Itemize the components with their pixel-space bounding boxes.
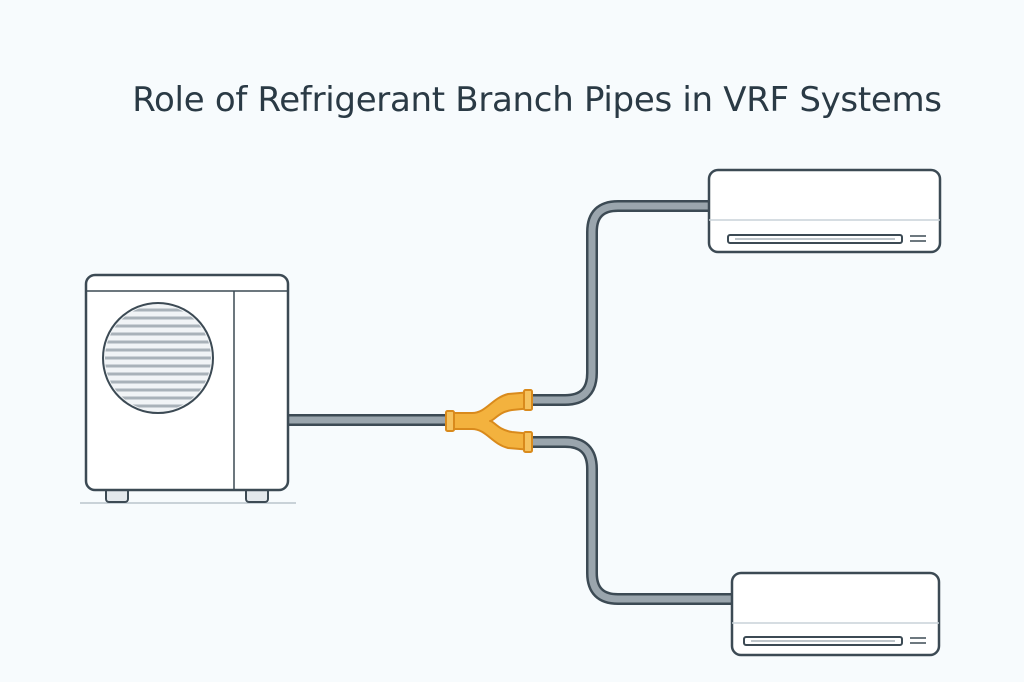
- y-branch-joint-icon: [445, 389, 533, 453]
- diagram-title: Role of Refrigerant Branch Pipes in VRF …: [132, 80, 942, 120]
- pipe-branch-to-lower-indoor: [530, 436, 733, 605]
- indoor-unit-lower-icon: [730, 571, 941, 657]
- fan-grille-icon: [102, 302, 214, 414]
- indoor-unit-upper-icon: [707, 168, 942, 254]
- outdoor-unit-icon: [80, 273, 296, 504]
- pipe-branch-to-upper-indoor: [530, 200, 710, 406]
